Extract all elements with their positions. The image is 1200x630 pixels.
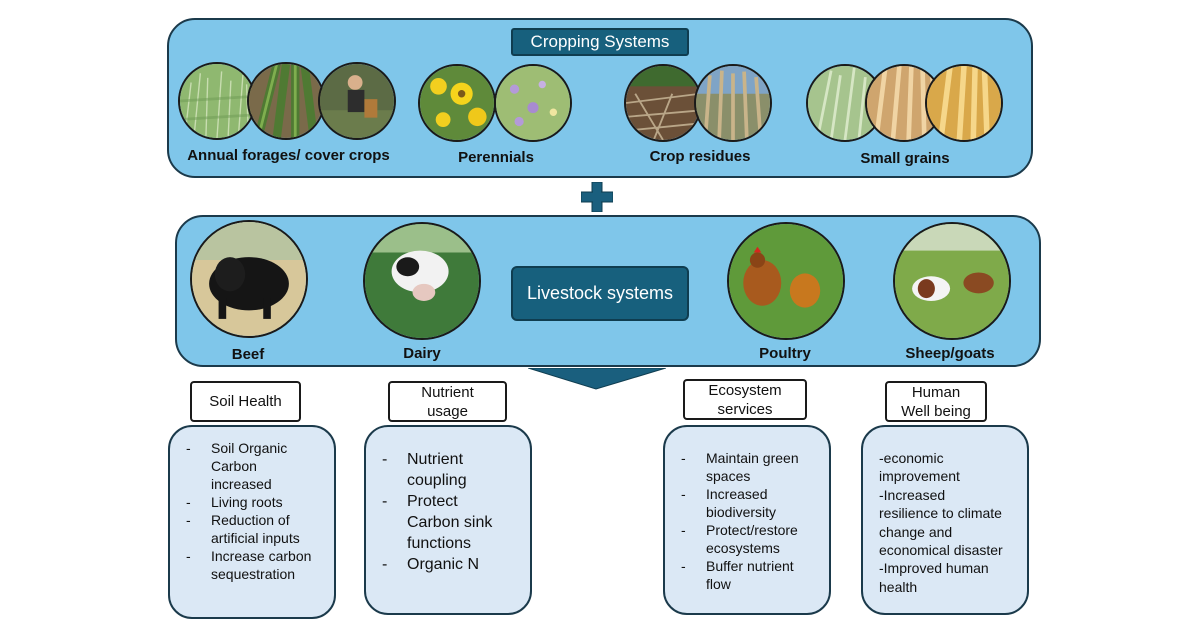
farmer-harvesting-photo [318,62,396,140]
wellbeing-line: improvement [879,468,960,485]
list-item: - Protect Carbon sink functions [382,493,493,552]
group-label-perennials: Perennials [458,149,534,166]
flowering-herb-photo [494,64,572,142]
chickens-photo [727,222,845,340]
black-cow-photo [190,220,308,338]
plus-icon [581,182,613,212]
wellbeing-line: change and [879,523,953,540]
group-label-small-grains: Small grains [860,150,950,167]
goats-photo [893,222,1011,340]
wellbeing-line: economical disaster [879,542,1003,559]
wellbeing-line: resilience to climate [879,505,1002,522]
sunflower-photo [418,64,496,142]
group-label-annual-forages: Annual forages/ cover crops [187,147,390,164]
group-label-beef: Beef [231,346,265,363]
list-item: - Living roots [186,494,283,510]
nutrient-usage-card: - Nutrient coupling - Protect Carbon sin… [364,425,532,615]
group-label-crop-residues: Crop residues [649,148,751,165]
soil-health-card: - Soil Organic Carbon increased - Living… [168,425,336,619]
corn-stalks-photo [694,64,772,142]
list-item: - Increased biodiversity [681,486,777,520]
ecosystem-services-card: - Maintain green spaces - Increased biod… [663,425,831,615]
group-label-poultry: Poultry [759,345,811,362]
wellbeing-line: -economic [879,450,944,466]
list-item: - Buffer nutrient flow [681,558,794,592]
group-label-sheep-goats: Sheep/goats [905,345,995,362]
livestock-systems-title: Livestock systems [511,266,689,321]
wellbeing-line: -Improved human [879,560,989,577]
list-item: - Soil Organic Carbon increased [186,440,288,492]
list-item: - Maintain green spaces [681,450,799,484]
grass-field-photo [178,62,256,140]
human-wellbeing-card: -economic improvement -Increased resilie… [861,425,1029,615]
crop-stubble-photo [624,64,702,142]
list-item: - Nutrient coupling [382,451,467,489]
list-item: - Increase carbon sequestration [186,548,312,582]
down-triangle-arrow [528,368,666,390]
ripe-wheat-photo [925,64,1003,142]
wellbeing-line: health [879,578,918,595]
list-item: - Reduction of artificial inputs [186,512,300,546]
soil-health-heading: Soil Health [190,381,301,422]
crop-rows-photo [247,62,325,140]
group-label-dairy: Dairy [403,345,441,362]
list-item: - Protect/restore ecosystems [681,522,798,556]
dairy-cow-photo [363,222,481,340]
list-item: - Organic N [382,556,480,573]
cropping-systems-title: Cropping Systems [511,28,689,56]
wellbeing-line: -Increased [879,486,946,503]
